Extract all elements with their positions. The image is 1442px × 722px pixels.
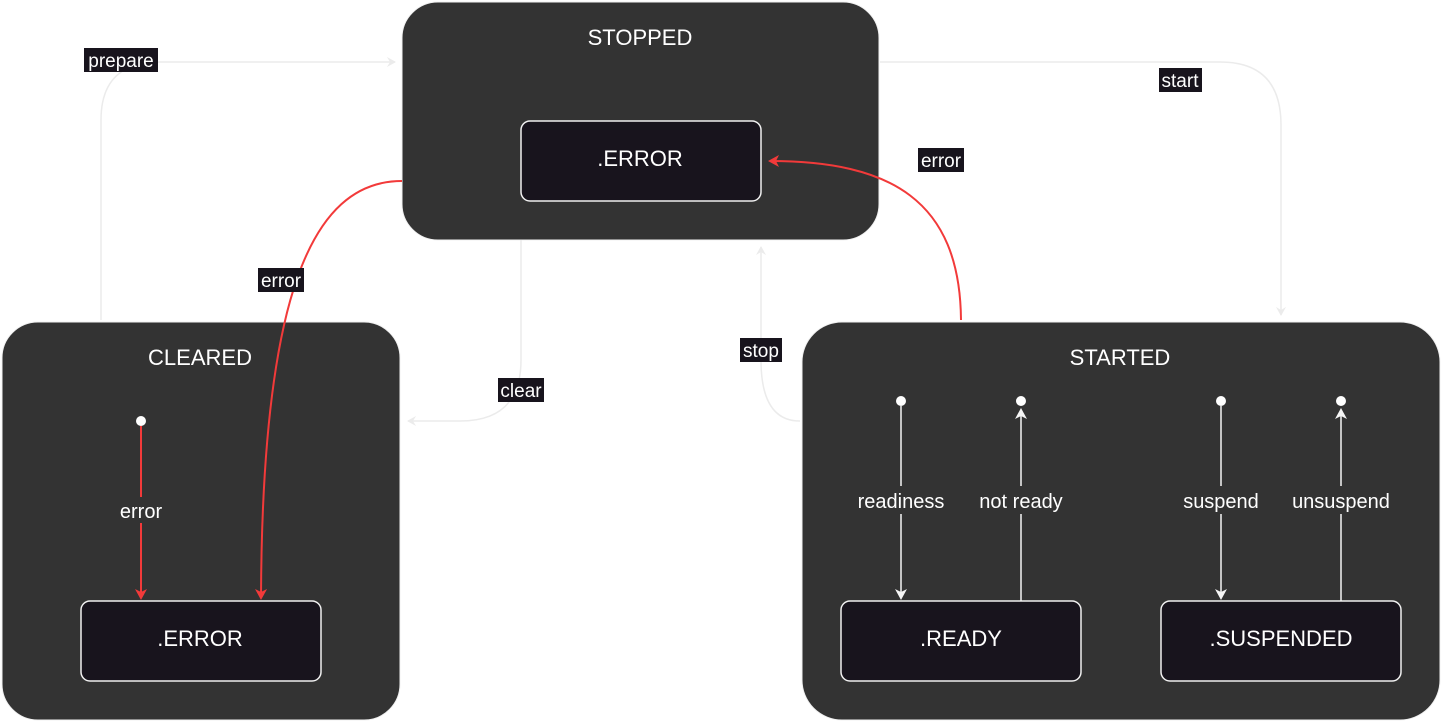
readiness-label-bg	[850, 486, 952, 514]
transition-error-stopped-to-cleared: error	[255, 180, 403, 600]
prepare-arrow	[100, 57, 396, 320]
state-stopped-title: STOPPED	[588, 25, 693, 50]
final-dot	[1016, 396, 1026, 406]
start-arrow	[880, 61, 1286, 316]
error-stopped-label-bg	[258, 268, 304, 292]
initial-dot	[1216, 396, 1226, 406]
clear-label-bg	[498, 378, 544, 402]
prepare-label: prepare	[88, 51, 154, 72]
substate-ready-label: .READY	[920, 626, 1002, 651]
stop-label: stop	[743, 341, 779, 362]
error-started-arrow	[768, 155, 962, 321]
transition-stop: stop	[740, 246, 801, 422]
state-cleared: CLEARED .ERROR	[1, 321, 401, 721]
suspend-label-bg	[1174, 486, 1268, 514]
stop-label-bg	[740, 338, 782, 362]
final-dot	[1336, 396, 1346, 406]
state-started-title: STARTED	[1070, 345, 1171, 370]
internal-not-ready: not ready	[970, 396, 1072, 601]
internal-readiness: readiness	[850, 396, 952, 600]
substate-stopped-error-label: .ERROR	[597, 146, 683, 171]
substate-suspended-box	[1160, 600, 1402, 682]
substate-suspended-label: .SUSPENDED	[1209, 626, 1352, 651]
transition-prepare: prepare	[84, 48, 396, 320]
error-started-label-bg	[918, 148, 964, 172]
unsuspend-label: unsuspend	[1292, 491, 1390, 513]
not-ready-label-bg	[970, 486, 1072, 514]
initial-dot	[896, 396, 906, 406]
not-ready-label: not ready	[979, 491, 1062, 513]
internal-cleared-error: error	[112, 416, 170, 600]
start-label: start	[1162, 71, 1200, 92]
cleared-error-label-bg	[112, 497, 170, 523]
cleared-error-label: error	[120, 501, 163, 523]
start-label-bg	[1159, 68, 1202, 92]
substate-cleared-error-label: .ERROR	[157, 626, 243, 651]
error-stopped-label: error	[261, 271, 302, 292]
suspend-label: suspend	[1183, 491, 1259, 513]
substate-stopped-error-box	[520, 120, 762, 202]
clear-arrow	[407, 240, 522, 426]
internal-unsuspend: unsuspend	[1284, 396, 1398, 601]
prepare-label-bg	[84, 48, 158, 72]
state-cleared-title: CLEARED	[148, 345, 252, 370]
state-started: STARTED .READY .SUSPENDED	[801, 321, 1441, 721]
transition-error-started-to-stopped: error	[768, 148, 964, 321]
transition-clear: clear	[407, 240, 544, 426]
initial-dot	[136, 416, 146, 426]
state-stopped: STOPPED .ERROR	[401, 1, 880, 241]
stop-arrow	[756, 246, 801, 422]
error-started-label: error	[921, 151, 962, 172]
transition-start: start	[880, 61, 1286, 316]
unsuspend-label-bg	[1284, 486, 1398, 514]
readiness-label: readiness	[858, 491, 945, 513]
clear-label: clear	[500, 381, 542, 402]
substate-cleared-error-box	[80, 600, 322, 682]
internal-suspend: suspend	[1174, 396, 1268, 600]
substate-ready-box	[840, 600, 1082, 682]
